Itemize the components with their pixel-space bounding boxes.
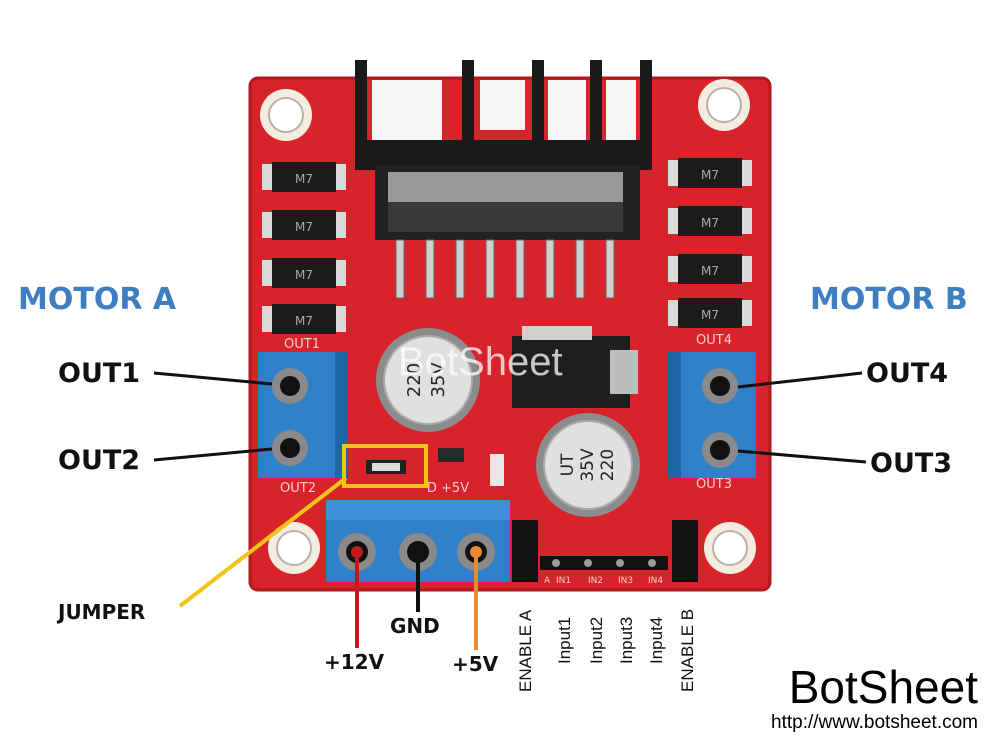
line-out1 [153, 371, 273, 386]
diode-label: M7 [701, 216, 719, 230]
diode-label: M7 [701, 264, 719, 278]
heatsink [355, 60, 652, 240]
label-out2: OUT2 [58, 445, 141, 476]
label-out4: OUT4 [866, 358, 949, 389]
silk-out3: OUT3 [696, 477, 732, 492]
label-out3: OUT3 [870, 448, 953, 479]
label-motor-b: MOTOR B [810, 282, 968, 317]
silk-out1: OUT1 [284, 337, 320, 352]
line-jumper [178, 476, 348, 608]
label-enable-a: ENABLE A [516, 609, 535, 692]
mounting-hole-bl [268, 522, 320, 574]
cap-left-voltage: 35V [428, 362, 449, 398]
capacitor-right: UT 35V 220 [536, 413, 640, 517]
label-12v: +12V [324, 650, 385, 674]
cap-right-value: 220 [598, 449, 618, 481]
smd-led [490, 454, 504, 486]
diode-label: M7 [295, 172, 313, 186]
label-motor-a: MOTOR A [18, 282, 177, 317]
label-enable-b: ENABLE B [678, 608, 697, 692]
header-enable-a [512, 520, 538, 582]
line-out2 [153, 447, 273, 462]
brand-url: http://www.botsheet.com [771, 712, 978, 733]
header-enable-b [672, 520, 698, 582]
smd-resistor [438, 448, 464, 462]
silk-out4: OUT4 [696, 333, 732, 348]
label-jumper: JUMPER [58, 600, 146, 624]
header-inputs [540, 556, 668, 570]
label-input1: Input1 [555, 616, 574, 664]
label-5v: +5V [452, 652, 499, 676]
silk-gnd-5v: D +5V [427, 481, 469, 496]
label-input2: Input2 [587, 616, 606, 664]
diode-label: M7 [701, 308, 719, 322]
silk-out2: OUT2 [280, 481, 316, 496]
terminal-motor-b [668, 352, 756, 478]
diodes-right: M7 M7 M7 M7 [668, 158, 752, 328]
cap-right-voltage: 35V [578, 448, 598, 482]
mounting-hole-tl [260, 89, 312, 141]
label-out1: OUT1 [58, 358, 141, 389]
diode-label: M7 [295, 220, 313, 234]
silk-in3: IN3 [618, 576, 633, 586]
watermark: BotSheet [398, 340, 563, 384]
label-input4: Input4 [647, 616, 666, 664]
jumper [342, 444, 428, 488]
cap-left-value: 220 [404, 363, 425, 397]
label-gnd: GND [390, 614, 440, 638]
silk-in1: IN1 [556, 576, 571, 586]
brand-name: BotSheet [788, 661, 978, 713]
diode-label: M7 [295, 314, 313, 328]
line-out4 [737, 371, 863, 389]
chip-pins [395, 239, 615, 299]
diodes-left: M7 M7 M7 M7 [262, 162, 346, 334]
diode-label: M7 [701, 168, 719, 182]
silk-in2: IN2 [588, 576, 603, 586]
mounting-hole-tr [698, 79, 750, 131]
diode-label: M7 [295, 268, 313, 282]
line-out3 [737, 449, 867, 464]
mounting-hole-br [704, 522, 756, 574]
cap-right-series: UT [558, 453, 578, 476]
silk-in4: IN4 [648, 576, 663, 586]
capacitor-left: 220 35V [376, 328, 480, 432]
terminal-motor-a [258, 352, 348, 478]
silk-pin-a: A [544, 576, 551, 586]
label-input3: Input3 [617, 616, 636, 664]
voltage-regulator [512, 326, 638, 408]
